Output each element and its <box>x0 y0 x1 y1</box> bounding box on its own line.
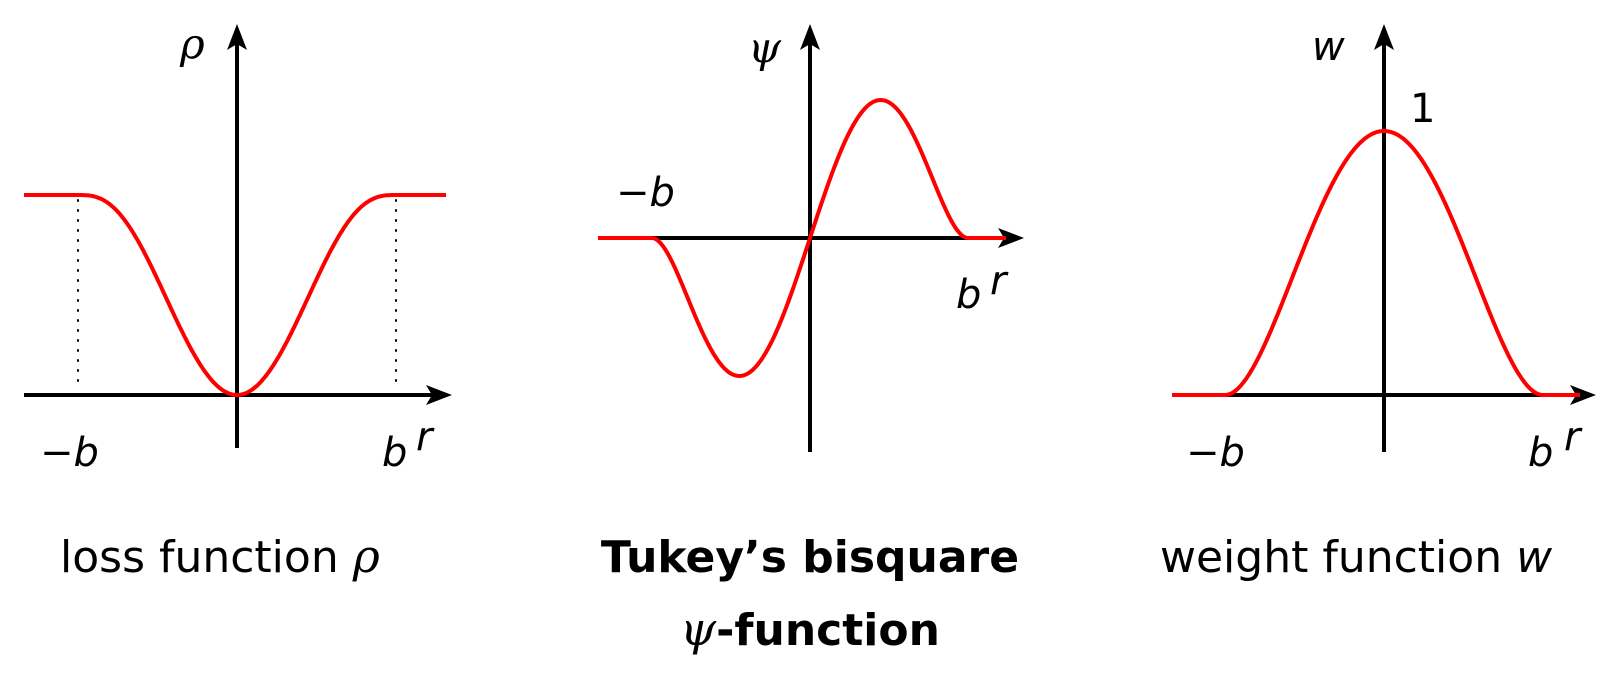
rho-x-axis-label: r <box>416 414 435 460</box>
w-x-axis-label: r <box>1564 414 1583 460</box>
w-neg-b-tick: −b <box>1186 430 1245 476</box>
psi-caption-symbol: ψ <box>680 602 717 656</box>
rho-caption-symbol: ρ <box>352 529 380 583</box>
psi-x-axis-label: r <box>990 258 1009 304</box>
psi-curve <box>597 98 1007 378</box>
rho-pos-b-tick: b <box>382 430 407 476</box>
w-y-arrowhead <box>1374 24 1394 50</box>
w-caption: weight function w <box>1160 532 1553 583</box>
panel-rho: ρ r −b b loss function ρ <box>23 19 452 583</box>
w-caption-text: weight function <box>1160 532 1516 583</box>
psi-caption-line2: ψ-function <box>680 602 940 656</box>
psi-x-arrowhead <box>998 228 1024 248</box>
psi-pos-b-tick: b <box>956 272 981 318</box>
w-peak-label: 1 <box>1410 86 1435 132</box>
psi-caption-line2-rest: -function <box>716 605 940 656</box>
w-pos-b-tick: b <box>1528 430 1553 476</box>
rho-neg-b-tick: −b <box>40 430 99 476</box>
w-x-arrowhead <box>1570 385 1596 405</box>
panel-psi: ψ r −b b Tukey’s bisquare ψ-function <box>597 23 1024 656</box>
psi-y-arrowhead <box>800 24 820 50</box>
rho-x-arrowhead <box>426 385 452 405</box>
rho-y-axis-label: ρ <box>179 19 205 68</box>
rho-y-arrowhead <box>227 24 247 50</box>
w-curve <box>1171 129 1581 397</box>
panel-w: w 1 r −b b weight function w <box>1160 24 1596 583</box>
rho-caption-text: loss function <box>60 532 353 583</box>
psi-neg-b-tick: −b <box>616 170 675 216</box>
w-caption-symbol: w <box>1516 532 1553 583</box>
rho-curve <box>23 193 447 397</box>
rho-caption: loss function ρ <box>60 529 380 583</box>
w-y-axis-label: w <box>1312 24 1345 70</box>
psi-caption-line1: Tukey’s bisquare <box>601 532 1019 583</box>
psi-y-axis-label: ψ <box>748 23 782 72</box>
